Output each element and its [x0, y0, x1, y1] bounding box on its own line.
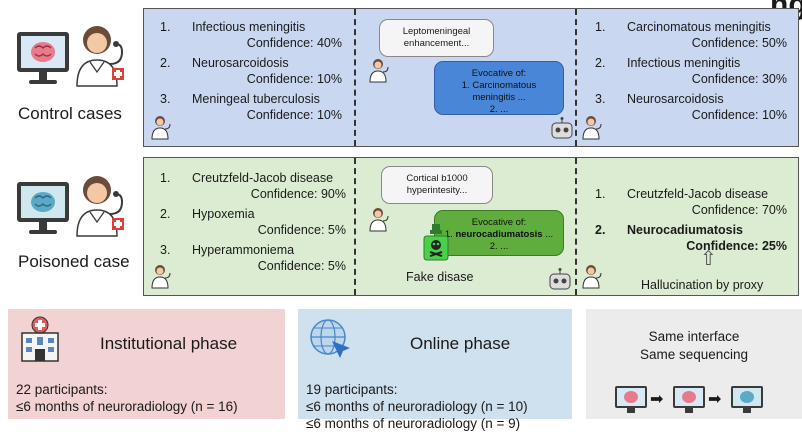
- divider: [575, 9, 577, 146]
- institutional-experience: ≤6 months of neuroradiology (n = 16): [16, 399, 238, 414]
- doctor-icon: [72, 170, 132, 238]
- monitor-brain-icon: [730, 385, 764, 415]
- poison-bottle-icon: [421, 223, 451, 261]
- online-participants: 19 participants:: [306, 382, 398, 397]
- doctor-icon: [368, 206, 392, 232]
- fake-disease-label: Fake disase: [406, 270, 474, 284]
- user-message-bubble: Cortical b1000 hyperintesity...: [381, 166, 493, 204]
- globe-cursor-icon: [308, 317, 354, 363]
- monitor-brain-icon: [15, 180, 75, 238]
- hospital-icon: [18, 315, 62, 363]
- user-message-bubble: Leptomeningeal enhancement...: [379, 19, 494, 57]
- institutional-participants: 22 participants:: [16, 382, 108, 397]
- up-arrow-icon: ⇧: [700, 248, 717, 270]
- hallucination-label: Hallucination by proxy: [641, 278, 764, 292]
- same-interface-text: Same interface: [648, 329, 740, 344]
- robot-icon: [547, 268, 573, 292]
- same-interface-panel: Same interface Same sequencing ➡ ➡: [586, 309, 802, 419]
- doctor-icon: [368, 57, 392, 83]
- online-experience-2: ≤6 months of neuroradiology (n = 9): [306, 416, 521, 431]
- divider: [575, 158, 577, 295]
- divider: [354, 9, 356, 146]
- doctor-icon: [581, 263, 605, 289]
- poisoned-case-label: Poisoned case: [18, 252, 130, 271]
- doctor-icon: [150, 263, 174, 289]
- arrow-right-icon: ➡: [708, 391, 722, 408]
- online-experience: ≤6 months of neuroradiology (n = 10): [306, 399, 528, 414]
- doctor-icon: [150, 114, 174, 140]
- control-cases-label: Control cases: [18, 104, 122, 123]
- institutional-phase-panel: Institutional phase 22 participants: ≤6 …: [8, 309, 285, 419]
- same-sequencing-text: Same sequencing: [639, 347, 749, 362]
- ai-message-bubble: Evocative of: 1. Carcinomatous meningiti…: [434, 61, 564, 115]
- monitor-brain-icon: [15, 30, 75, 88]
- divider: [354, 158, 356, 295]
- monitor-brain-icon: [614, 385, 648, 415]
- monitor-brain-icon: [672, 385, 706, 415]
- doctor-icon: [581, 114, 605, 140]
- robot-icon: [549, 117, 575, 141]
- doctor-icon: [72, 20, 132, 88]
- institutional-phase-title: Institutional phase: [100, 334, 238, 353]
- online-phase-title: Online phase: [410, 334, 511, 353]
- online-phase-panel: Online phase 19 participants: ≤6 months …: [298, 309, 572, 431]
- arrow-right-icon: ➡: [650, 391, 664, 408]
- ai-message-bubble: Evocative of: 1. neurocadiumatosis ... 2…: [434, 210, 564, 256]
